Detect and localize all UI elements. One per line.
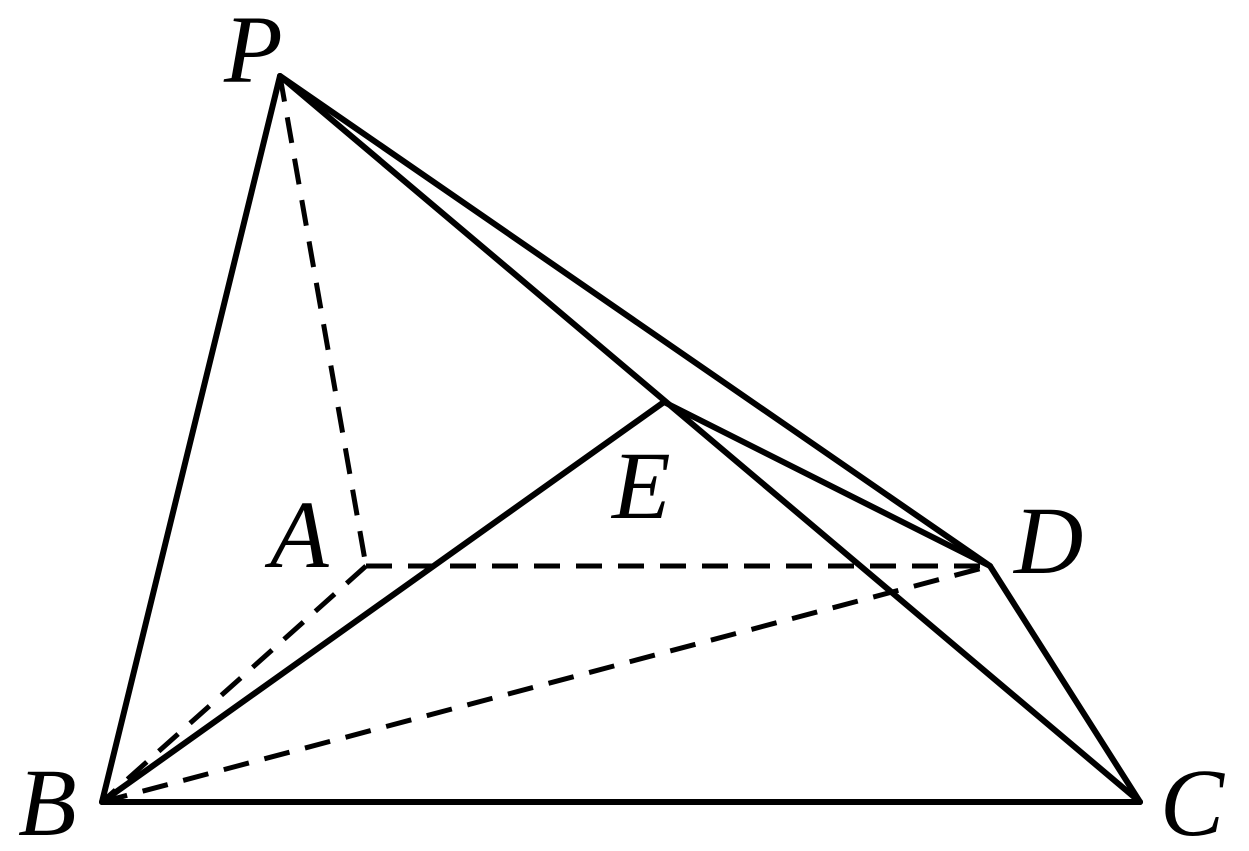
solid-edge-be xyxy=(99,399,667,805)
solid-edge-cd xyxy=(987,563,1143,805)
vertex-label-c: C xyxy=(1160,749,1225,851)
vertex-label-e: E xyxy=(610,432,671,539)
vertex-label-a: A xyxy=(264,481,329,588)
vertex-label-b: B xyxy=(18,749,77,851)
solid-edge-ed xyxy=(661,399,993,569)
dashed-edge-bd xyxy=(101,563,991,805)
solid-edge-pd xyxy=(277,73,993,569)
label-group: P A B C D E xyxy=(18,0,1225,851)
vertex-label-d: D xyxy=(1012,487,1083,594)
solid-edge-pc xyxy=(277,73,1143,805)
dashed-edge-ab xyxy=(100,564,368,804)
vertex-label-p: P xyxy=(223,0,283,103)
edge-group xyxy=(99,73,1143,805)
solid-edge-pb xyxy=(99,73,283,805)
